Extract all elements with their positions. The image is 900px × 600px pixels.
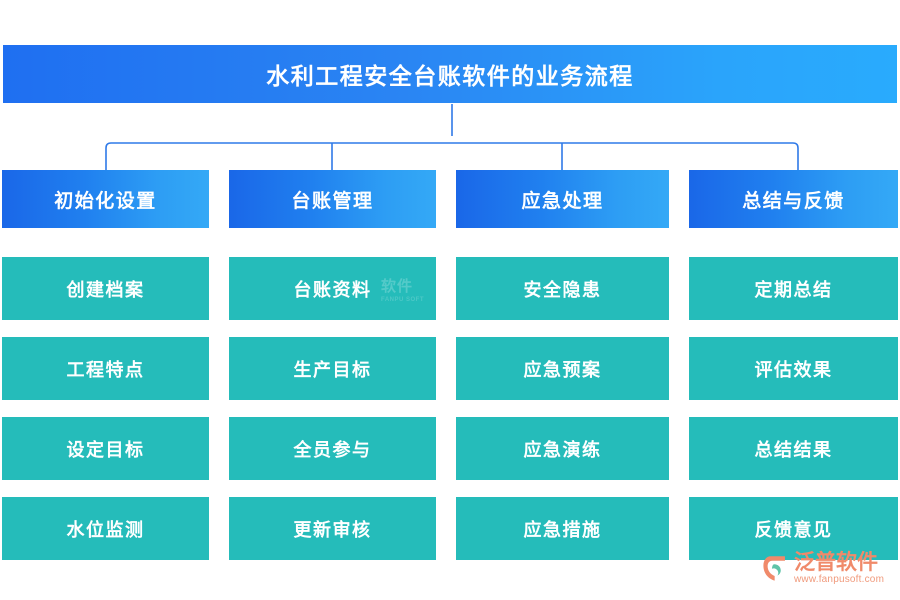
diagram-title-banner: 水利工程安全台账软件的业务流程 <box>3 45 897 103</box>
item-label: 工程特点 <box>66 359 145 380</box>
item-box[interactable]: 设定目标 <box>2 417 209 480</box>
connector-lines <box>105 104 799 170</box>
item-box[interactable]: 水位监测 <box>2 497 209 560</box>
brand-name: 泛普软件 <box>794 551 878 574</box>
item-box[interactable]: 安全隐患 <box>456 257 669 320</box>
category-box-summary-feedback[interactable]: 总结与反馈 <box>689 170 898 228</box>
item-box[interactable]: 创建档案 <box>2 257 209 320</box>
item-label: 评估效果 <box>754 359 833 380</box>
item-box[interactable]: 生产目标 <box>229 337 436 400</box>
category-label: 台账管理 <box>291 190 374 212</box>
item-box[interactable]: 应急演练 <box>456 417 669 480</box>
item-box[interactable]: 应急预案 <box>456 337 669 400</box>
category-box-initialization[interactable]: 初始化设置 <box>2 170 209 228</box>
brand-url: www.fanpusoft.com <box>794 574 885 585</box>
item-label: 安全隐患 <box>523 279 602 300</box>
item-label: 应急演练 <box>523 439 602 460</box>
brand-text-block: 泛普软件 www.fanpusoft.com <box>794 552 884 585</box>
item-label: 反馈意见 <box>754 519 833 540</box>
brand-logo: 泛普软件 www.fanpusoft.com <box>762 552 898 596</box>
item-label: 全员参与 <box>293 439 372 460</box>
category-label: 应急处理 <box>521 190 604 212</box>
item-box[interactable]: 工程特点 <box>2 337 209 400</box>
item-label: 设定目标 <box>66 439 145 460</box>
item-label: 台账资料 <box>293 279 372 300</box>
item-label: 应急预案 <box>523 359 602 380</box>
item-label: 水位监测 <box>66 519 145 540</box>
item-label: 创建档案 <box>66 279 145 300</box>
item-box[interactable]: 评估效果 <box>689 337 898 400</box>
item-label: 总结结果 <box>754 439 833 460</box>
item-label: 更新审核 <box>293 519 372 540</box>
category-box-ledger-management[interactable]: 台账管理 <box>229 170 436 228</box>
item-box[interactable]: 应急措施 <box>456 497 669 560</box>
item-label: 应急措施 <box>523 519 602 540</box>
category-label: 初始化设置 <box>54 190 157 212</box>
item-box[interactable]: 全员参与 <box>229 417 436 480</box>
item-label: 定期总结 <box>754 279 833 300</box>
item-box[interactable]: 总结结果 <box>689 417 898 480</box>
category-box-emergency-handling[interactable]: 应急处理 <box>456 170 669 228</box>
item-label: 生产目标 <box>293 359 372 380</box>
fanpu-swoosh-logo-icon <box>763 556 785 581</box>
category-label: 总结与反馈 <box>742 190 845 212</box>
item-box[interactable]: 定期总结 <box>689 257 898 320</box>
item-box[interactable]: 更新审核 <box>229 497 436 560</box>
item-box[interactable]: 反馈意见 <box>689 497 898 560</box>
item-box[interactable]: 台账资料 <box>229 257 436 320</box>
diagram-title: 水利工程安全台账软件的业务流程 <box>266 63 634 89</box>
